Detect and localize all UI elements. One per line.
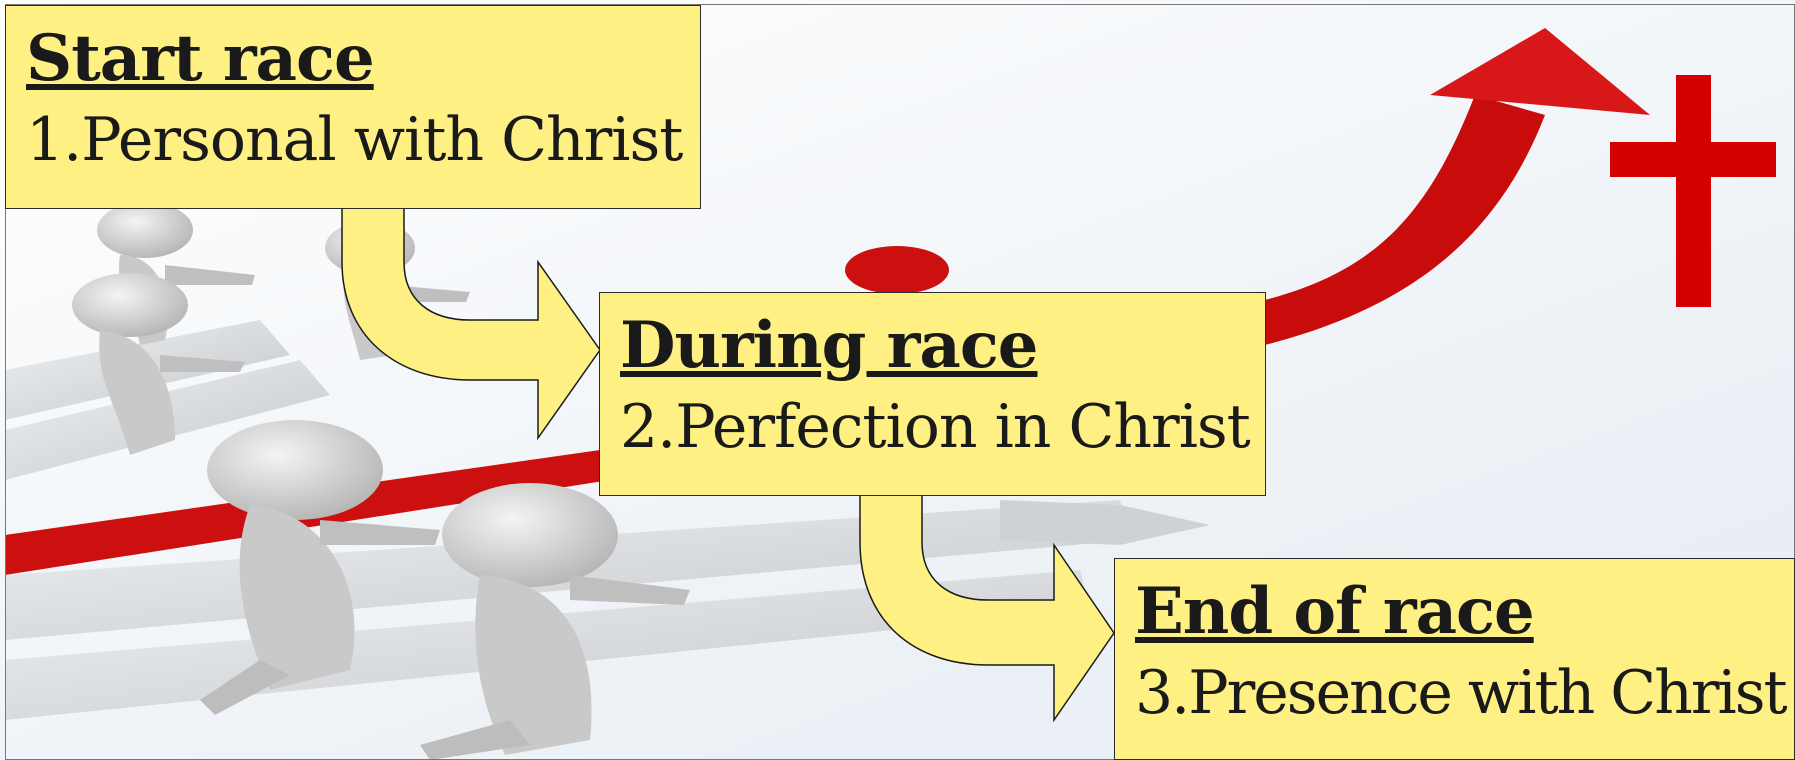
step-item: 2.Perfection in Christ: [620, 392, 1251, 462]
step-item: 3.Presence with Christ: [1135, 658, 1788, 728]
cross-icon: [1610, 75, 1776, 307]
step-heading: Start race: [26, 21, 375, 96]
step-box-during: During race 2.Perfection in Christ: [599, 292, 1266, 496]
step-heading: End of race: [1135, 574, 1535, 649]
rising-arrow-icon: [845, 28, 1650, 345]
step-heading: During race: [620, 308, 1039, 383]
track-lane: [1000, 500, 1210, 545]
step-box-end: End of race 3.Presence with Christ: [1114, 558, 1795, 760]
flow-arrow-icon: [859, 471, 1115, 723]
runner-figure: [72, 273, 245, 455]
flow-arrow-icon: [341, 191, 601, 441]
red-ball: [845, 246, 949, 294]
step-box-start: Start race 1.Personal with Christ: [5, 5, 701, 209]
runner-figure: [420, 483, 690, 760]
runner-figure: [200, 420, 440, 715]
step-item: 1.Personal with Christ: [26, 105, 683, 175]
